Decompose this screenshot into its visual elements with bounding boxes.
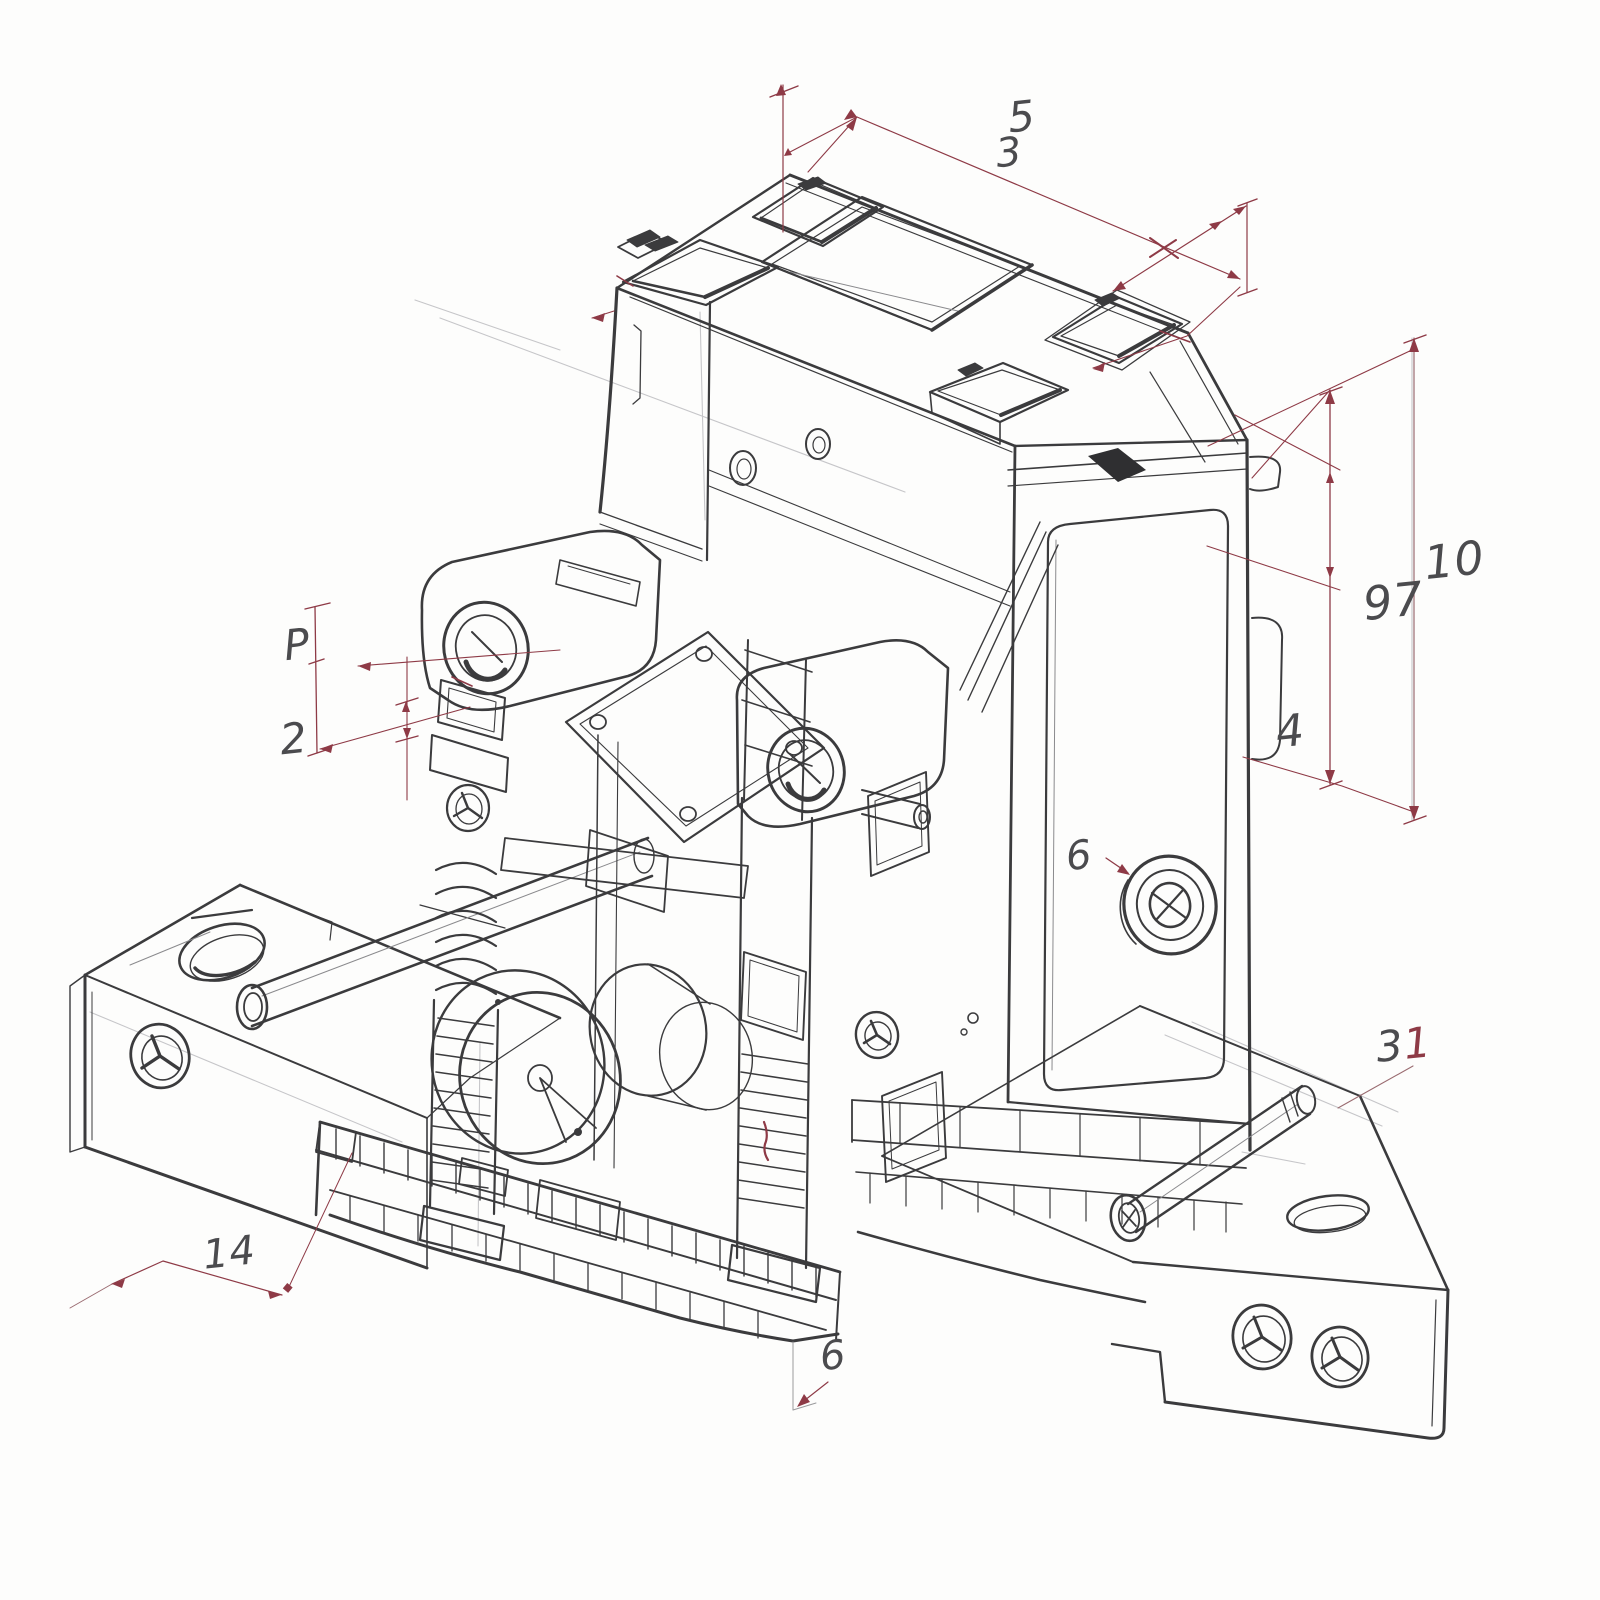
screw-plate bbox=[564, 630, 826, 844]
label-dim-3: 3 bbox=[993, 128, 1025, 178]
spring-column-left bbox=[418, 734, 509, 1262]
callout-rack-leader bbox=[792, 1341, 829, 1411]
dim-right-heights bbox=[1206, 334, 1427, 825]
label-callout-31: 31 bbox=[1374, 1017, 1434, 1072]
side-boss bbox=[1119, 854, 1218, 956]
top-pockets bbox=[617, 176, 1191, 445]
right-base-plate bbox=[881, 1005, 1450, 1440]
cylinder-housing-right bbox=[735, 639, 950, 830]
dial-disk bbox=[430, 963, 754, 1166]
tri-spoke-hole-plate-1 bbox=[1231, 1303, 1293, 1371]
tri-spoke-hole-mid bbox=[854, 1010, 900, 1060]
dim-top-width bbox=[769, 84, 1258, 372]
plinth bbox=[851, 1099, 1251, 1304]
tri-spoke-hole-column bbox=[445, 783, 491, 833]
rack-rail bbox=[314, 1120, 842, 1343]
label-callout-6-side: 6 bbox=[1063, 831, 1095, 881]
tri-spoke-hole-plate-2 bbox=[1310, 1325, 1370, 1389]
label-dim-P: P bbox=[281, 618, 313, 671]
label-dim-4: 4 bbox=[1273, 704, 1308, 759]
label-dim-97: 97 bbox=[1360, 570, 1427, 632]
cylinder-housing-left bbox=[420, 529, 662, 741]
callout-boss-leader bbox=[1105, 857, 1130, 875]
right-face bbox=[959, 438, 1284, 1152]
front-left-face bbox=[599, 300, 1011, 607]
label-callout-6-bottom: 6 bbox=[817, 1331, 849, 1381]
dimension-lines bbox=[69, 84, 1427, 1411]
callout-rod-leader bbox=[1337, 1065, 1414, 1109]
construction-lines bbox=[89, 299, 1413, 1247]
dim-left-group bbox=[304, 275, 634, 801]
right-guide-rod bbox=[1109, 1084, 1317, 1243]
label-dim-14: 14 bbox=[200, 1227, 259, 1279]
label-dim-10: 10 bbox=[1421, 529, 1488, 591]
label-dim-2: 2 bbox=[277, 712, 311, 765]
left-guide-rod bbox=[235, 829, 669, 1031]
dim-base bbox=[69, 1152, 353, 1309]
label-callout-31-red: 1 bbox=[1401, 1017, 1434, 1069]
spring-column-right bbox=[726, 639, 822, 1304]
tri-spoke-hole-left bbox=[129, 1022, 191, 1090]
left-base-plate bbox=[69, 883, 562, 1270]
mid-face-details bbox=[500, 734, 979, 1183]
